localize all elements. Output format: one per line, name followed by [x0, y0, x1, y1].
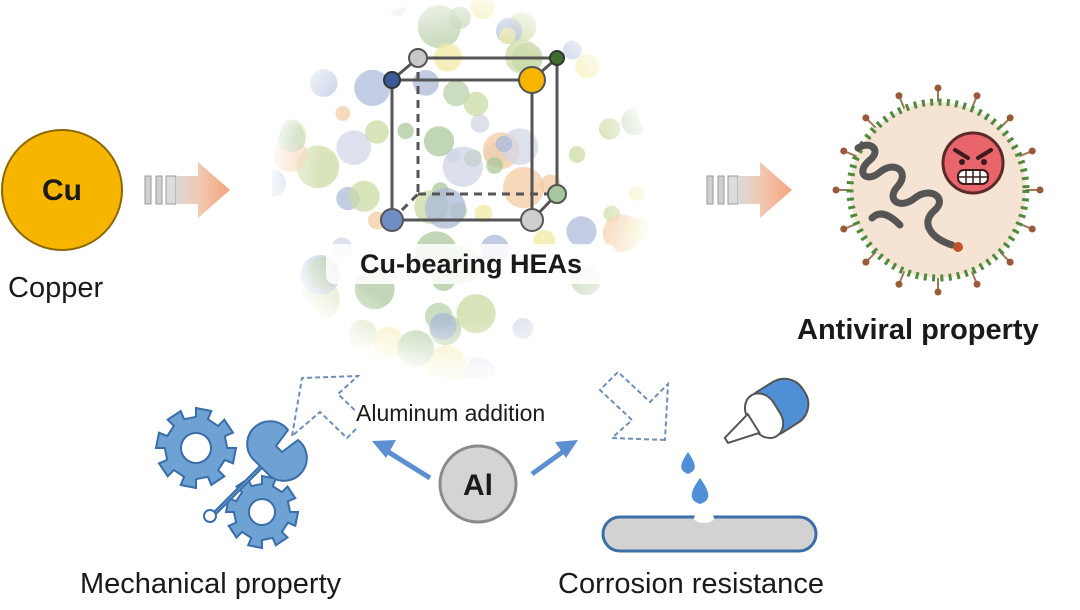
antiviral-label: Antiviral property — [797, 314, 1039, 346]
droplet-icon — [681, 452, 709, 504]
dashed-arrow-right — [598, 370, 670, 442]
pipette-icon — [723, 377, 810, 445]
virus-spike-tip — [840, 147, 848, 155]
hea-particle — [272, 39, 299, 75]
virus-spike-tip — [973, 280, 981, 288]
virus-spike-tip — [832, 186, 840, 194]
hea-particle — [327, 4, 345, 21]
virus-spike-tip — [1028, 225, 1036, 233]
virus-spike-tip — [1006, 258, 1014, 266]
virus-spike-tip — [862, 258, 870, 266]
virus-spike-tip — [934, 84, 942, 92]
corrosion-label: Corrosion resistance — [558, 568, 824, 600]
virus-icon — [832, 84, 1044, 296]
gear-hole — [248, 498, 276, 526]
virus-spike-tip — [1028, 147, 1036, 155]
gray-right-arrow-2 — [706, 162, 792, 218]
copper-symbol: Cu — [42, 174, 82, 207]
lattice-atoms — [380, 48, 567, 232]
hea-label: Cu-bearing HEAs — [326, 244, 616, 284]
virus-spike-tip — [840, 225, 848, 233]
blue-arrow-left — [372, 440, 432, 481]
virus-spike-tip — [862, 114, 870, 122]
virus-spike-tip — [895, 280, 903, 288]
gear-wrench-icon — [154, 406, 308, 550]
gear-hole — [180, 432, 212, 464]
aluminum-addition-label: Aluminum addition — [356, 400, 546, 427]
gray-right-arrow — [144, 162, 230, 218]
al-sphere — [438, 444, 518, 524]
virus-spike-tip — [1036, 186, 1044, 194]
copper-label: Copper — [8, 272, 104, 304]
hea-particle — [606, 306, 643, 344]
virus-spike-tip — [973, 92, 981, 100]
virus-spike-tip — [934, 288, 942, 296]
blue-arrow-right — [530, 440, 578, 477]
hea-particle — [596, 345, 622, 371]
metal-plate — [601, 513, 818, 553]
angry-face-icon — [941, 131, 1005, 195]
virus-spike-tip — [1006, 114, 1014, 122]
copper-sphere — [1, 129, 123, 251]
al-symbol: Al — [463, 469, 493, 502]
hea-particle — [293, 324, 310, 341]
virus-spike-tip — [895, 92, 903, 100]
mechanical-label: Mechanical property — [80, 568, 342, 600]
dashed-arrow-left — [290, 374, 367, 440]
hea-particle — [315, 0, 356, 19]
